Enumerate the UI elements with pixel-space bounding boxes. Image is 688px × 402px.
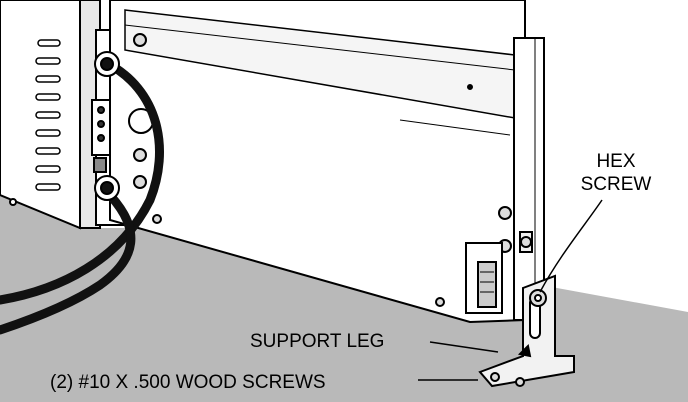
floor	[0, 195, 688, 402]
upright-post	[513, 37, 545, 321]
cables	[0, 57, 164, 335]
hex-screw-leader	[539, 199, 603, 293]
hex-screw-label-line1: HEX	[596, 151, 636, 172]
support-leg	[478, 274, 575, 388]
cable-grommets	[94, 51, 120, 201]
wood-screws-callout: (2) #10 X .500 WOOD SCREWS	[50, 372, 326, 393]
hex-screw-label-line2: SCREW	[580, 174, 652, 195]
hex-screw-callout: HEX SCREW	[560, 150, 672, 196]
support-leg-leader	[429, 341, 499, 353]
leader-lines	[418, 199, 603, 381]
cabinet-panel	[109, 0, 526, 324]
support-leg-callout: SUPPORT LEG	[250, 331, 385, 352]
vent-slots	[35, 39, 61, 191]
junction-box	[465, 242, 503, 314]
equipment-box	[0, 0, 101, 230]
